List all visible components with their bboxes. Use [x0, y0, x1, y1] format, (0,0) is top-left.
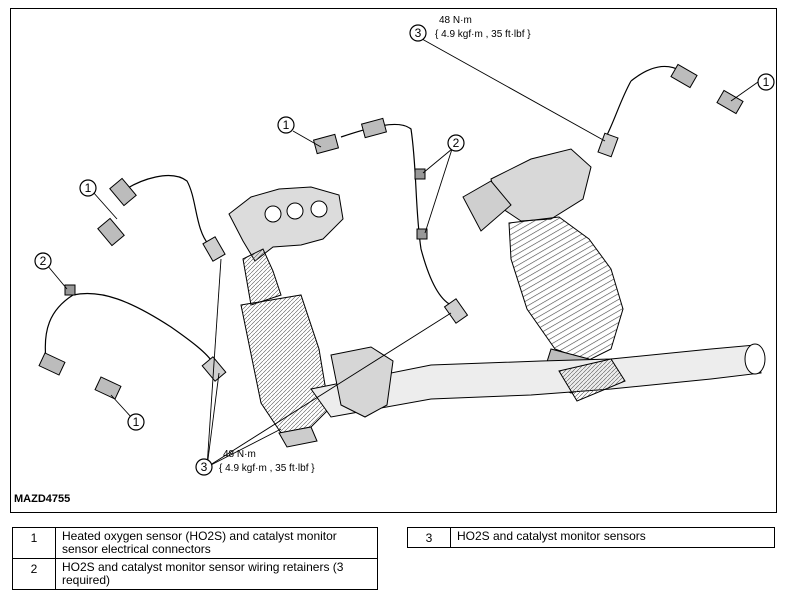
exploded-view-illustration: 1 1 1 1 2 2 3 3 48 N·m { 4.9 kgf·m , 35 …	[10, 8, 777, 513]
callout-2-left: 2	[34, 252, 52, 270]
legend-number: 1	[12, 527, 56, 559]
callout-1-left-lower: 1	[127, 413, 145, 431]
callout-3-bottom: 3	[195, 458, 213, 476]
diagram-canvas: 1 1 1 1 2 2 3 3 48 N·m { 4.9 kgf·m , 35 …	[34, 15, 775, 476]
legend-description: HO2S and catalyst monitor sensors	[450, 527, 775, 548]
callout-2-center: 2	[447, 134, 465, 152]
callout-1-right: 1	[757, 73, 775, 91]
legend-row: 2 HO2S and catalyst monitor sensor wirin…	[12, 558, 378, 590]
svg-text:1: 1	[85, 181, 92, 195]
oxygen-sensors	[201, 132, 619, 382]
torque-spec-bottom-line2: { 4.9 kgf·m , 35 ft·lbf }	[219, 463, 315, 474]
torque-spec-top-line2: { 4.9 kgf·m , 35 ft·lbf }	[435, 29, 531, 40]
legend-table-left: 1 Heated oxygen sensor (HO2S) and cataly…	[12, 527, 378, 590]
electrical-connectors	[38, 63, 744, 400]
wiring-retainers	[64, 168, 428, 296]
svg-text:3: 3	[415, 26, 422, 40]
exhaust-pipe	[310, 343, 766, 418]
svg-text:1: 1	[133, 415, 140, 429]
svg-text:1: 1	[763, 75, 770, 89]
callout-1-left-upper: 1	[79, 179, 97, 197]
callout-3-top: 3	[409, 24, 427, 42]
torque-spec-bottom-line1: 48 N·m	[223, 449, 256, 460]
leader-lines	[46, 38, 759, 468]
legend-number: 3	[407, 527, 451, 548]
torque-spec-top-line1: 48 N·m	[439, 15, 472, 26]
svg-text:1: 1	[283, 118, 290, 132]
left-exhaust-manifold	[228, 186, 344, 448]
legend-number: 2	[12, 558, 56, 590]
legend-table-right: 3 HO2S and catalyst monitor sensors	[407, 527, 775, 548]
svg-text:2: 2	[453, 136, 460, 150]
legend-row: 3 HO2S and catalyst monitor sensors	[407, 527, 775, 548]
legend-description: Heated oxygen sensor (HO2S) and catalyst…	[55, 527, 378, 559]
legend-row: 1 Heated oxygen sensor (HO2S) and cataly…	[12, 527, 378, 559]
legend-description: HO2S and catalyst monitor sensor wiring …	[55, 558, 378, 590]
right-exhaust-manifold	[462, 148, 624, 394]
svg-text:2: 2	[40, 254, 47, 268]
callout-1-center: 1	[277, 116, 295, 134]
figure-id-label: MAZD4755	[12, 493, 73, 505]
svg-text:3: 3	[201, 460, 208, 474]
